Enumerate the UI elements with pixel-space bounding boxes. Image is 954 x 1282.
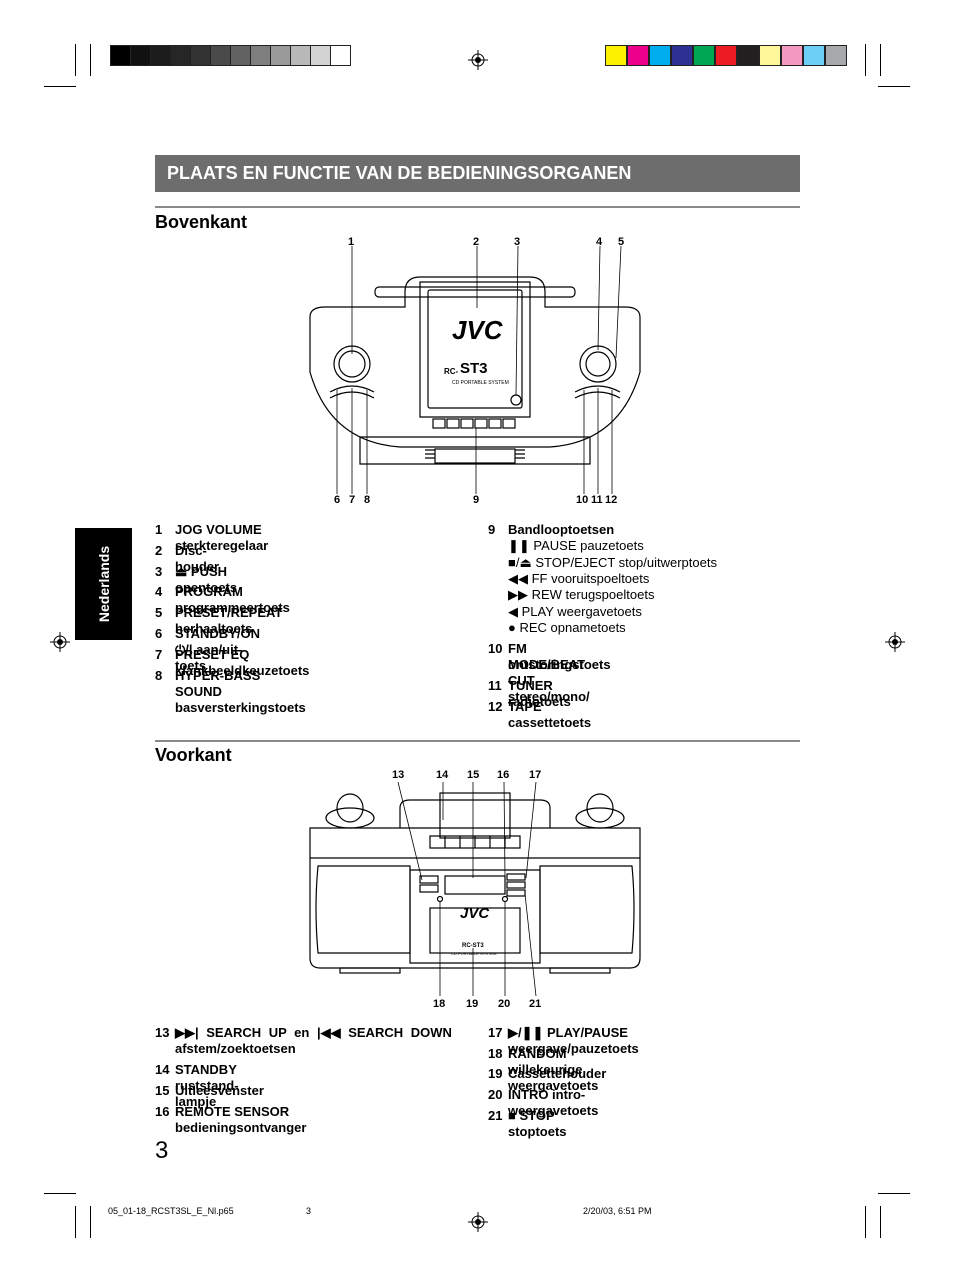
color-swatch — [671, 45, 693, 66]
section-divider — [155, 740, 800, 742]
footer-page: 3 — [306, 1206, 312, 1216]
callout-13: 13 — [392, 769, 405, 781]
list-subitem: ■/⏏ STOP/EJECT stop/uitwerptoets — [508, 555, 717, 570]
callout-17: 17 — [529, 769, 542, 781]
callout-18: 18 — [433, 998, 446, 1010]
grayscale-swatch — [310, 45, 331, 66]
color-swatch — [605, 45, 627, 66]
registration-mark-icon — [468, 1212, 488, 1232]
callout-2: 2 — [473, 236, 480, 248]
registration-mark-icon — [885, 632, 905, 652]
registration-mark-icon — [468, 50, 488, 70]
color-swatch — [627, 45, 649, 66]
grayscale-swatch — [110, 45, 131, 66]
color-swatch — [803, 45, 825, 66]
grayscale-swatch — [130, 45, 151, 66]
device-model-front: RC-ST3 — [462, 943, 484, 949]
section-heading-front: Voorkant — [155, 745, 232, 765]
list-subitem: ● REC opnametoets — [508, 620, 626, 635]
crop-mark — [44, 86, 76, 87]
callout-21: 21 — [529, 998, 542, 1010]
footer-date: 2/20/03, 6:51 PM — [583, 1206, 652, 1216]
grayscale-swatch — [150, 45, 171, 66]
callout-4: 4 — [596, 236, 603, 248]
callout-9: 9 — [473, 494, 480, 506]
crop-mark — [75, 44, 76, 76]
callout-5: 5 — [618, 236, 625, 248]
grayscale-swatch — [170, 45, 191, 66]
crop-mark — [865, 1206, 866, 1238]
device-subtitle-front: CD PORTABLE SYSTEM — [451, 951, 497, 956]
callout-11: 11 — [591, 494, 603, 506]
grayscale-swatch — [290, 45, 311, 66]
list-subitem: ◀◀ FF vooruitspoeltoets — [508, 571, 650, 586]
section-divider — [155, 206, 800, 208]
list-subitem: ◀ PLAY weergavetoets — [508, 604, 642, 619]
top-view-diagram — [309, 245, 641, 494]
color-swatch — [759, 45, 781, 66]
color-swatch — [715, 45, 737, 66]
color-swatch — [649, 45, 671, 66]
crop-mark — [880, 1206, 881, 1238]
language-tab-label: Nederlands — [95, 545, 112, 623]
color-swatch — [825, 45, 847, 66]
section-heading-top: Bovenkant — [155, 212, 248, 232]
callout-15: 15 — [467, 769, 480, 781]
grayscale-swatch — [230, 45, 251, 66]
callout-1: 1 — [348, 236, 355, 248]
callout-3: 3 — [514, 236, 521, 248]
color-swatch — [781, 45, 803, 66]
callout-6: 6 — [334, 494, 341, 506]
color-swatch — [693, 45, 715, 66]
device-brand-top: JVC — [452, 315, 503, 345]
callout-19: 19 — [466, 998, 479, 1010]
crop-mark — [880, 44, 881, 76]
color-swatch — [737, 45, 759, 66]
list-item-continuation: afstem/zoektoetsen — [175, 1041, 296, 1056]
page-number: 3 — [155, 1137, 169, 1164]
list-subitem: ❚❚ PAUSE pauzetoets — [508, 538, 644, 553]
crop-mark — [75, 1206, 76, 1238]
crop-mark — [44, 1193, 76, 1194]
front-view-diagram — [309, 781, 641, 997]
callout-7: 7 — [349, 494, 356, 506]
crop-mark — [878, 1193, 910, 1194]
grayscale-swatch — [210, 45, 231, 66]
page-title: PLAATS EN FUNCTIE VAN DE BEDIENINGSORGAN… — [155, 155, 800, 192]
callout-16: 16 — [497, 769, 510, 781]
callout-14: 14 — [436, 769, 449, 781]
device-subtitle-top: CD PORTABLE SYSTEM — [452, 380, 509, 386]
crop-mark — [90, 1206, 91, 1238]
device-model-top: ST3 — [460, 360, 488, 377]
device-model-prefix-top: RC- — [444, 367, 459, 376]
crop-mark — [90, 44, 91, 76]
list-item-continuation: ontstoringstoets — [508, 657, 611, 672]
language-tab: Nederlands — [75, 528, 132, 640]
footer-file: 05_01-18_RCST3SL_E_Nl.p65 — [108, 1206, 234, 1216]
list-subitem: ▶▶ REW terugspoeltoets — [508, 587, 655, 602]
registration-mark-icon — [50, 632, 70, 652]
grayscale-swatch — [190, 45, 211, 66]
callout-10: 10 — [576, 494, 589, 506]
callout-12: 12 — [605, 494, 618, 506]
grayscale-swatch — [250, 45, 271, 66]
grayscale-swatch — [330, 45, 351, 66]
callout-8: 8 — [364, 494, 371, 506]
device-brand-front: JVC — [460, 905, 490, 922]
crop-mark — [865, 44, 866, 76]
callout-20: 20 — [498, 998, 511, 1010]
crop-mark — [878, 86, 910, 87]
grayscale-swatch — [270, 45, 291, 66]
